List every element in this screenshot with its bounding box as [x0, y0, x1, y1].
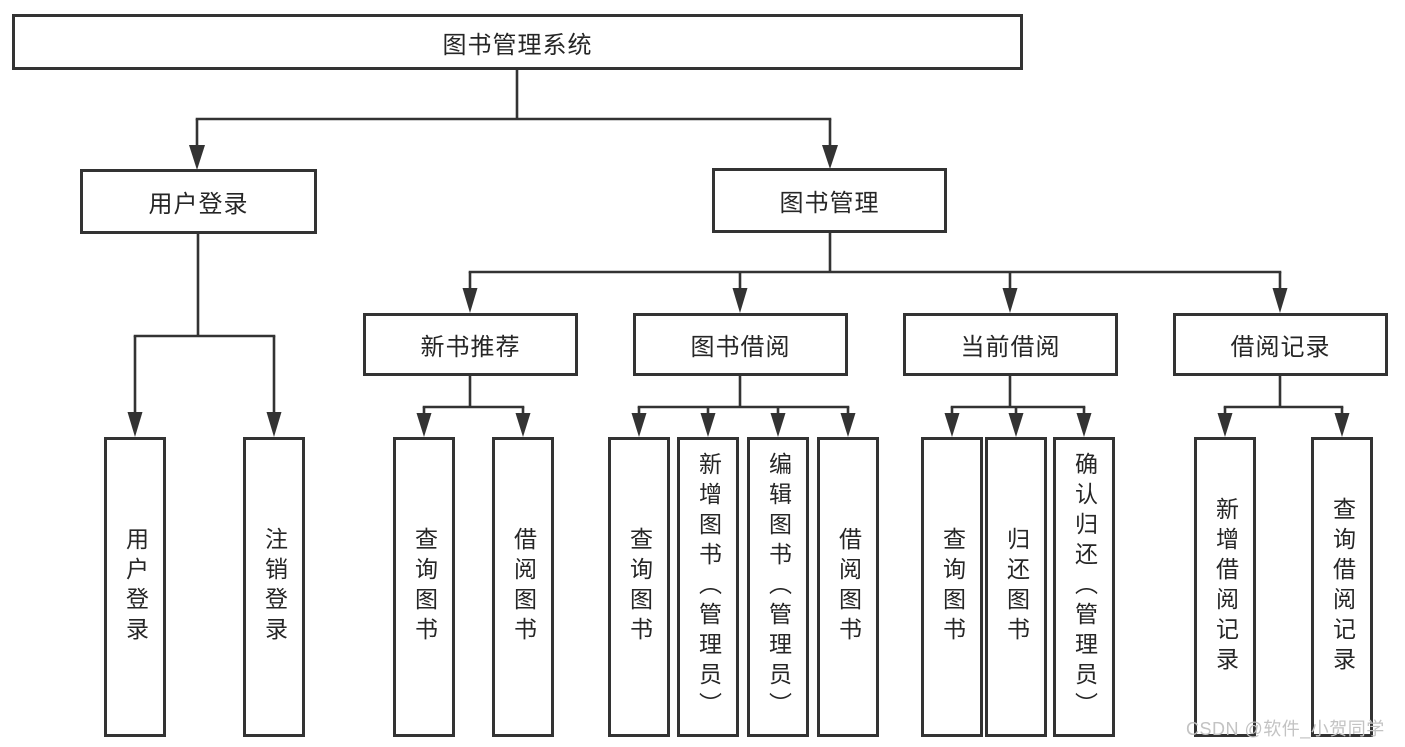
arrowhead-icon: [822, 145, 838, 169]
node-label: 当前借阅: [960, 334, 1061, 361]
node-borrowing-records: 借阅记录: [1173, 313, 1388, 376]
leaf-query-books-recommend: 查询图书: [393, 437, 455, 737]
leaf-add-borrow-record: 新增借阅记录: [1194, 437, 1256, 737]
leaf-user-login: 用户登录: [104, 437, 166, 737]
arrowhead-icon: [1008, 413, 1024, 437]
arrowhead-icon: [515, 413, 531, 437]
node-new-book-recommend: 新书推荐: [363, 313, 578, 376]
arrowhead-icon: [1272, 288, 1288, 313]
leaf-borrow-books-borrowing: 借阅图书: [817, 437, 879, 737]
node-library-system: 图书管理系统: [12, 14, 1023, 70]
arrowhead-icon: [840, 413, 856, 437]
node-label: 借阅记录: [1230, 334, 1331, 361]
node-label: 图书管理: [779, 190, 880, 217]
node-label: 编辑图书（管理员）: [765, 452, 792, 722]
node-user-login: 用户登录: [80, 169, 317, 234]
node-label: 注销登录: [261, 527, 288, 647]
arrowhead-icon: [127, 412, 143, 437]
leaf-edit-book-admin: 编辑图书（管理员）: [747, 437, 809, 737]
node-label: 查询借阅记录: [1329, 497, 1356, 677]
watermark: CSDN @软件_小贺同学: [1186, 719, 1385, 739]
leaf-query-books-current: 查询图书: [921, 437, 983, 737]
arrowhead-icon: [1334, 413, 1350, 437]
node-label: 查询图书: [626, 527, 653, 647]
node-book-borrowing: 图书借阅: [633, 313, 848, 376]
node-label: 查询图书: [411, 527, 438, 647]
node-label: 借阅图书: [510, 527, 537, 647]
node-label: 新增图书（管理员）: [695, 452, 722, 722]
arrowhead-icon: [770, 413, 786, 437]
arrowhead-icon: [189, 145, 205, 170]
node-label: 图书管理系统: [442, 31, 593, 59]
leaf-logout: 注销登录: [243, 437, 305, 737]
node-label: 查询图书: [939, 527, 966, 647]
leaf-borrow-books-recommend: 借阅图书: [492, 437, 554, 737]
node-label: 借阅图书: [835, 527, 862, 647]
arrowhead-icon: [631, 413, 647, 437]
leaf-return-book: 归还图书: [985, 437, 1047, 737]
arrowhead-icon: [1076, 413, 1092, 437]
node-label: 用户登录: [122, 527, 149, 647]
arrowhead-icon: [266, 412, 282, 437]
leaf-add-book-admin: 新增图书（管理员）: [677, 437, 739, 737]
node-label: 确认归还（管理员）: [1071, 452, 1098, 722]
arrowhead-icon: [732, 288, 748, 313]
node-label: 图书借阅: [690, 334, 791, 361]
node-label: 新书推荐: [420, 334, 521, 361]
leaf-query-books-borrowing: 查询图书: [608, 437, 670, 737]
leaf-query-borrow-record: 查询借阅记录: [1311, 437, 1373, 737]
node-book-management: 图书管理: [712, 168, 947, 233]
arrowhead-icon: [1002, 288, 1018, 313]
node-label: 用户登录: [148, 191, 249, 218]
arrowhead-icon: [462, 288, 478, 313]
arrowhead-icon: [944, 413, 960, 437]
leaf-confirm-return-admin: 确认归还（管理员）: [1053, 437, 1115, 737]
arrowhead-icon: [700, 413, 716, 437]
node-current-borrowing: 当前借阅: [903, 313, 1118, 376]
arrowhead-icon: [1217, 413, 1233, 437]
node-label: 归还图书: [1003, 527, 1030, 647]
arrowhead-icon: [416, 413, 432, 437]
node-label: 新增借阅记录: [1212, 497, 1239, 677]
